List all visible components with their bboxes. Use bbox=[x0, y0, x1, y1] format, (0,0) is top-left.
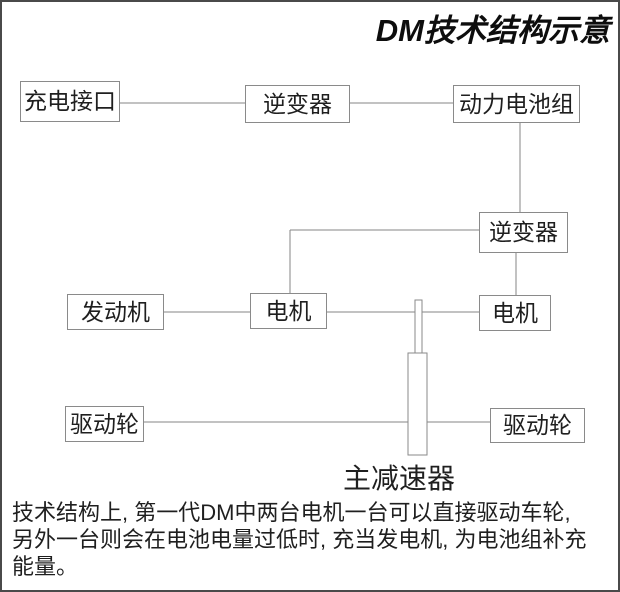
node-battery-pack: 动力电池组 bbox=[453, 85, 580, 123]
reducer-shaft-bar bbox=[414, 299, 423, 354]
node-label: 动力电池组 bbox=[459, 90, 574, 117]
node-label: 充电接口 bbox=[24, 88, 116, 114]
node-charge-port: 充电接口 bbox=[20, 81, 120, 122]
node-wheel-left: 驱动轮 bbox=[65, 406, 144, 442]
node-motor-left: 电机 bbox=[250, 293, 327, 329]
node-wheel-right: 驱动轮 bbox=[490, 408, 585, 443]
reducer-label: 主减速器 bbox=[343, 463, 456, 494]
caption-text: 技术结构上, 第一代DM中两台电机一台可以直接驱动车轮, 另外一台则会在电池电量… bbox=[12, 500, 587, 579]
node-label: 驱动轮 bbox=[503, 412, 572, 438]
node-label: 电机 bbox=[492, 299, 538, 326]
node-engine: 发动机 bbox=[67, 294, 164, 330]
page-title: DM技术结构示意 bbox=[375, 13, 610, 48]
reducer-body-bar bbox=[407, 352, 428, 456]
node-label: 逆变器 bbox=[489, 219, 558, 245]
node-inverter-mid: 逆变器 bbox=[479, 212, 568, 253]
node-inverter-top: 逆变器 bbox=[245, 85, 350, 123]
node-label: 逆变器 bbox=[263, 90, 332, 117]
node-label: 驱动轮 bbox=[70, 410, 139, 437]
node-label: 电机 bbox=[265, 297, 312, 324]
node-label: 发动机 bbox=[81, 298, 150, 325]
node-motor-right: 电机 bbox=[479, 295, 551, 331]
